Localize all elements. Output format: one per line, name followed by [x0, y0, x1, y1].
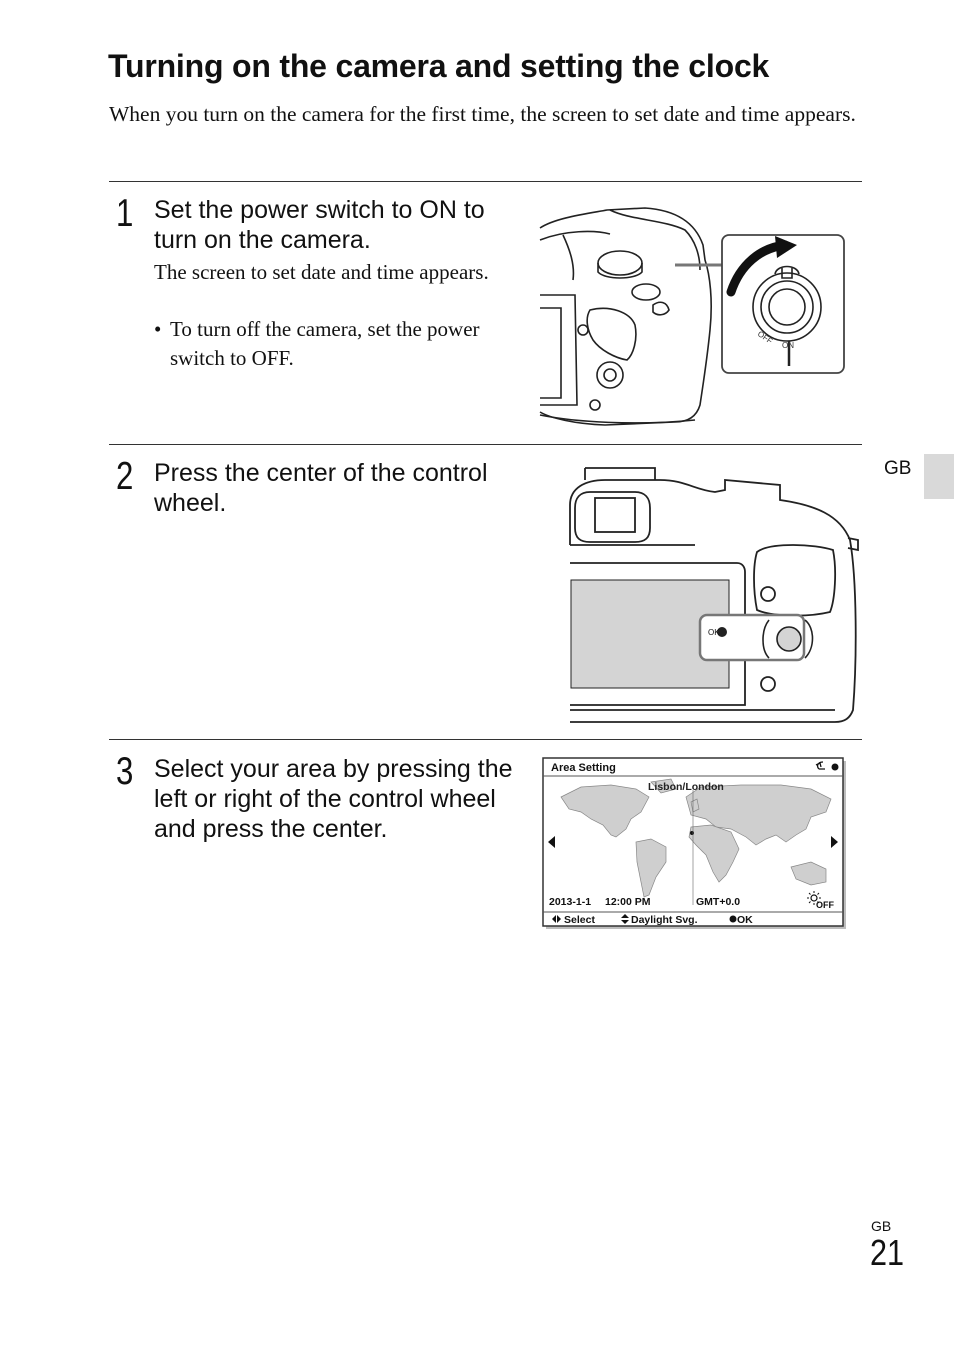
switch-on-label: ON: [782, 341, 794, 350]
left-arrow-icon: [548, 836, 555, 848]
page-number: 21: [870, 1232, 905, 1273]
ok-button-icon: [729, 915, 737, 923]
ok-dot-icon: [831, 763, 839, 771]
step-heading: Press the center of the control wheel.: [154, 459, 488, 517]
section-divider: [109, 181, 862, 182]
gmt-offset: GMT+0.0: [696, 896, 740, 908]
screen-title: Area Setting: [551, 762, 616, 774]
hint-daylight: Daylight Svg.: [631, 914, 698, 926]
page-title: Turning on the camera and setting the cl…: [108, 48, 770, 84]
section-divider: [109, 444, 862, 445]
bullet-dot: •: [154, 317, 162, 341]
ok-label: OK: [708, 628, 720, 637]
camera-top-illustration: OFF ON: [539, 207, 845, 426]
time-value: 12:00 PM: [605, 896, 651, 908]
intro-paragraph: When you turn on the camera for the firs…: [109, 102, 856, 126]
dst-status: OFF: [816, 900, 834, 910]
hint-select: Select: [564, 914, 595, 926]
footer-language: GB: [871, 1218, 892, 1234]
step-bullet: • To turn off the camera, set the power …: [154, 315, 524, 373]
language-tab-label: GB: [884, 458, 912, 479]
step-body: The screen to set date and time appears.: [154, 260, 489, 284]
language-tab-marker: [924, 454, 954, 499]
left-right-icon: [552, 915, 556, 923]
world-map: [560, 778, 832, 898]
step-number: 1: [116, 192, 134, 235]
step-heading: Set the power switch to ON to turn on th…: [154, 196, 485, 254]
step-number: 2: [116, 455, 134, 498]
hint-ok: OK: [737, 914, 753, 926]
camera-back-illustration: OK: [569, 467, 859, 723]
right-arrow-icon: [831, 836, 838, 848]
step-heading: Select your area by pressing the left or…: [154, 755, 513, 843]
daylight-sun-icon: [807, 891, 821, 905]
step-number: 3: [116, 750, 134, 793]
date-value: 2013-1-1: [549, 896, 591, 908]
back-icon: [815, 761, 825, 770]
bullet-text: To turn off the camera, set the power sw…: [170, 317, 480, 370]
up-down-icon: [621, 914, 629, 918]
area-setting-screen: Area Setting Lisbon/London 2013-1-1 12:0…: [542, 757, 846, 929]
city-name: Lisbon/London: [648, 781, 724, 793]
section-divider: [109, 739, 862, 740]
